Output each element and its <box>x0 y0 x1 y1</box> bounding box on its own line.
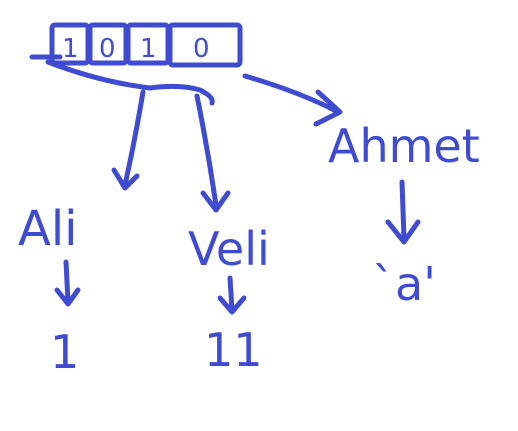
arrow-to-ali <box>111 89 146 191</box>
node-value-ahmet: `a' <box>372 257 436 311</box>
arrow-ali-to-value <box>54 259 81 307</box>
bit-value-2: 0 <box>99 34 116 64</box>
arrow-to-ahmet <box>242 73 343 127</box>
arrow-to-veli <box>194 93 231 213</box>
branch-curve <box>45 59 215 106</box>
bit-value-4: 0 <box>193 34 210 64</box>
arrow-veli-to-value <box>217 275 247 315</box>
bit-register: 1 0 1 0 <box>49 22 243 68</box>
bit-value-1: 1 <box>62 34 79 64</box>
node-value-ali: 1 <box>50 325 79 379</box>
arrow-ahmet-to-value <box>385 179 421 245</box>
bit-cell-4 <box>167 22 243 68</box>
node-value-veli: 11 <box>204 323 263 377</box>
bit-value-3: 1 <box>140 34 157 64</box>
node-label-veli: Veli <box>188 222 270 276</box>
node-label-ahmet: Ahmet <box>328 119 480 173</box>
node-label-ali: Ali <box>18 201 78 257</box>
